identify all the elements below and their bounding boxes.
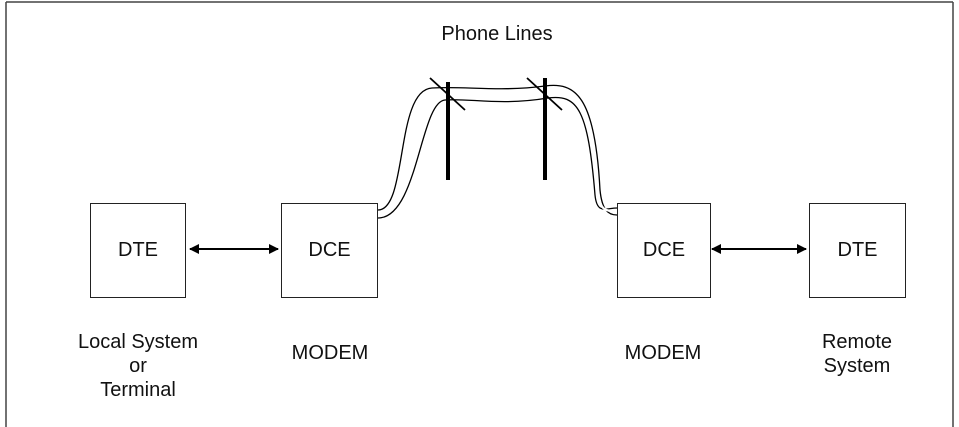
remote-dce-caption-line-1: MODEM <box>593 341 733 365</box>
local-dce-box: DCE <box>281 203 378 298</box>
remote-dte-caption-line-2: System <box>787 354 927 378</box>
phone-wire-middle <box>378 91 617 214</box>
local-dce-label: DCE <box>308 239 350 262</box>
local-dce-caption: MODEM <box>260 341 400 365</box>
remote-dte-caption: Remote System <box>787 330 927 378</box>
remote-dte-label: DTE <box>838 239 878 262</box>
diagram-title: Phone Lines <box>412 22 582 46</box>
local-dte-label: DTE <box>118 239 158 262</box>
remote-dce-box: DCE <box>617 203 711 298</box>
remote-dte-box: DTE <box>809 203 906 298</box>
remote-dce-caption: MODEM <box>593 341 733 365</box>
local-dte-caption: Local System or Terminal <box>48 330 228 402</box>
local-dte-box: DTE <box>90 203 186 298</box>
local-dte-caption-line-3: Terminal <box>48 378 228 402</box>
local-dte-caption-line-2: or <box>48 354 228 378</box>
remote-dte-caption-line-1: Remote <box>787 330 927 354</box>
local-dce-caption-line-1: MODEM <box>260 341 400 365</box>
phone-wire-inner <box>378 97 617 218</box>
remote-dce-label: DCE <box>643 239 685 262</box>
local-dte-caption-line-1: Local System <box>48 330 228 354</box>
